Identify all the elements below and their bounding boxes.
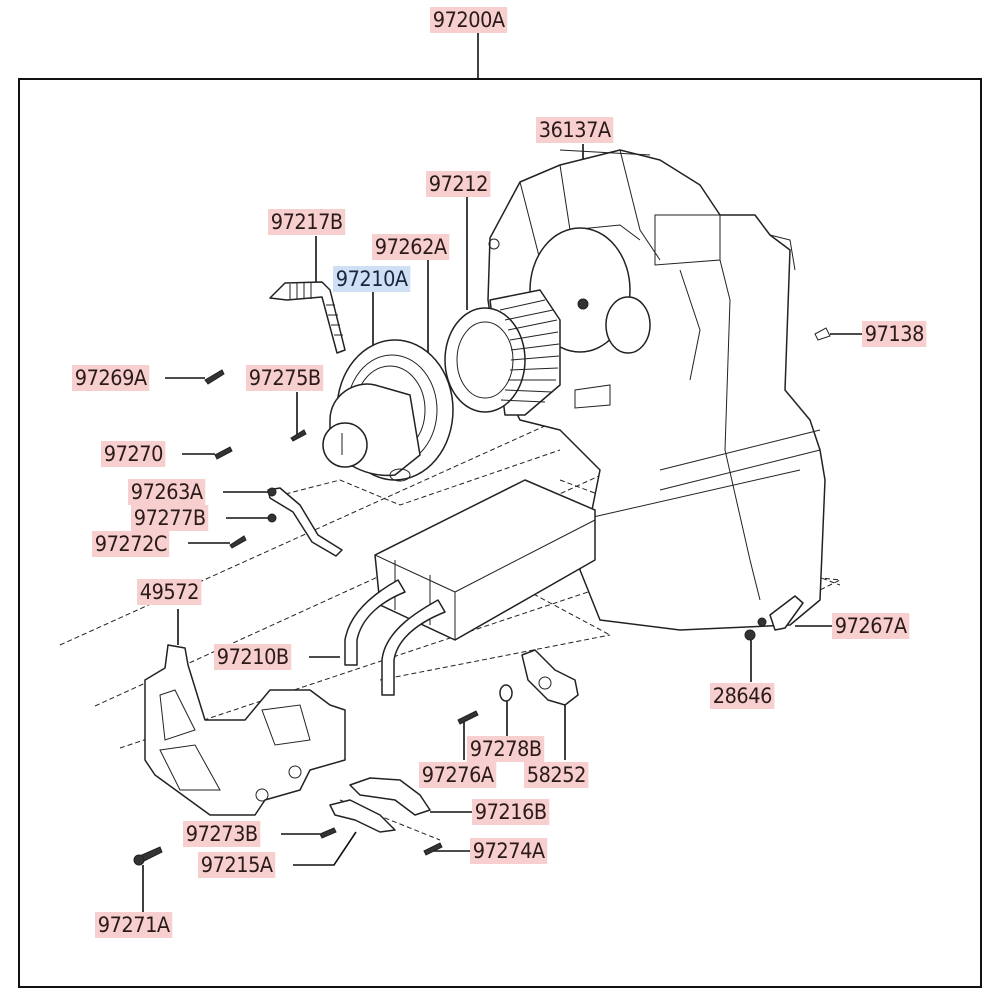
part-label-97210B[interactable]: 97210B xyxy=(214,644,292,670)
heater-core xyxy=(344,479,596,696)
mounting-bracket xyxy=(144,644,346,816)
part-label-97262A[interactable]: 97262A xyxy=(372,234,450,260)
part-label-97216B[interactable]: 97216B xyxy=(472,799,550,825)
part-label-58252[interactable]: 58252 xyxy=(524,762,589,788)
duct-hose xyxy=(269,281,346,354)
part-label-49572[interactable]: 49572 xyxy=(137,579,202,605)
part-label-97271A[interactable]: 97271A xyxy=(95,912,173,938)
part-label-36137A[interactable]: 36137A xyxy=(536,117,614,143)
part-label-97263A[interactable]: 97263A xyxy=(128,479,206,505)
part-label-97138[interactable]: 97138 xyxy=(862,321,927,347)
part-label-97270[interactable]: 97270 xyxy=(101,441,166,467)
assembly-frame xyxy=(18,78,982,988)
part-label-97210A[interactable]: 97210A xyxy=(333,266,411,292)
door-lever xyxy=(267,487,343,557)
actuator-link xyxy=(521,649,579,706)
part-label-97200A[interactable]: 97200A xyxy=(430,7,508,33)
part-label-28646[interactable]: 28646 xyxy=(710,683,775,709)
part-label-97277B[interactable]: 97277B xyxy=(131,505,209,531)
clips xyxy=(329,777,431,833)
part-label-97217B[interactable]: 97217B xyxy=(268,209,346,235)
part-label-97276A[interactable]: 97276A xyxy=(419,762,497,788)
part-label-97275B[interactable]: 97275B xyxy=(246,365,324,391)
part-label-97212[interactable]: 97212 xyxy=(426,171,491,197)
part-label-97215A[interactable]: 97215A xyxy=(198,852,276,878)
part-label-97278B[interactable]: 97278B xyxy=(467,736,545,762)
part-label-97267A[interactable]: 97267A xyxy=(832,613,910,639)
part-label-97273B[interactable]: 97273B xyxy=(183,821,261,847)
sensor xyxy=(757,595,804,631)
part-label-97272C[interactable]: 97272C xyxy=(92,531,170,557)
part-label-97274A[interactable]: 97274A xyxy=(470,838,548,864)
blower-fan xyxy=(444,289,561,416)
part-label-97269A[interactable]: 97269A xyxy=(72,365,150,391)
leader-lines xyxy=(142,33,862,912)
fasteners xyxy=(133,327,831,866)
blower-motor xyxy=(322,339,454,482)
